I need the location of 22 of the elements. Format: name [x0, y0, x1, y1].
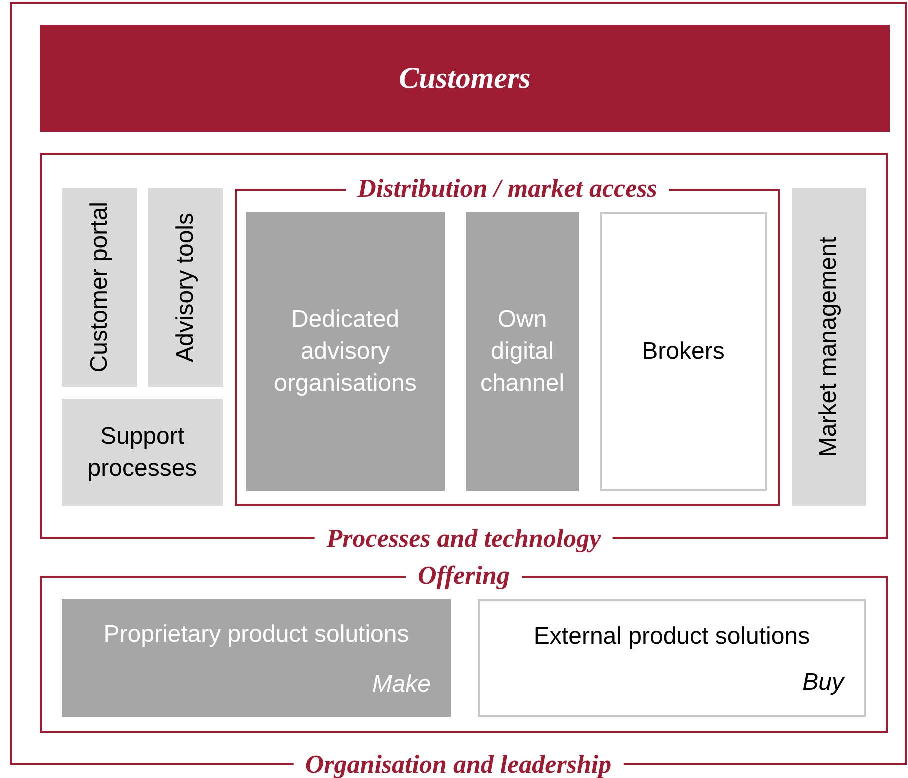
- box-note: Buy: [802, 668, 844, 698]
- channel-box: [478, 599, 866, 717]
- box-label: Proprietary product solutions: [102, 620, 410, 650]
- box-note: Make: [372, 670, 431, 700]
- box-label: Own digital channel: [479, 304, 566, 398]
- box-label: Brokers: [641, 336, 726, 366]
- box-label: Dedicated advisory organisations: [273, 304, 418, 398]
- process-box: [62, 399, 223, 506]
- box-label: External product solutions: [532, 622, 812, 652]
- process-box: [148, 188, 223, 387]
- channel-box: [246, 212, 445, 491]
- channel-box: [62, 599, 451, 717]
- box-label: Customers: [398, 62, 532, 94]
- channel-box: [600, 212, 767, 491]
- box-label: Advisory tools: [170, 212, 200, 362]
- header-band: [40, 25, 890, 132]
- process-box: [792, 188, 866, 506]
- process-box: [62, 188, 137, 387]
- box-label: Support processes: [86, 422, 198, 484]
- box-label: Market management: [814, 236, 843, 458]
- box-label: Customer portal: [84, 202, 114, 373]
- channel-box: [466, 212, 579, 491]
